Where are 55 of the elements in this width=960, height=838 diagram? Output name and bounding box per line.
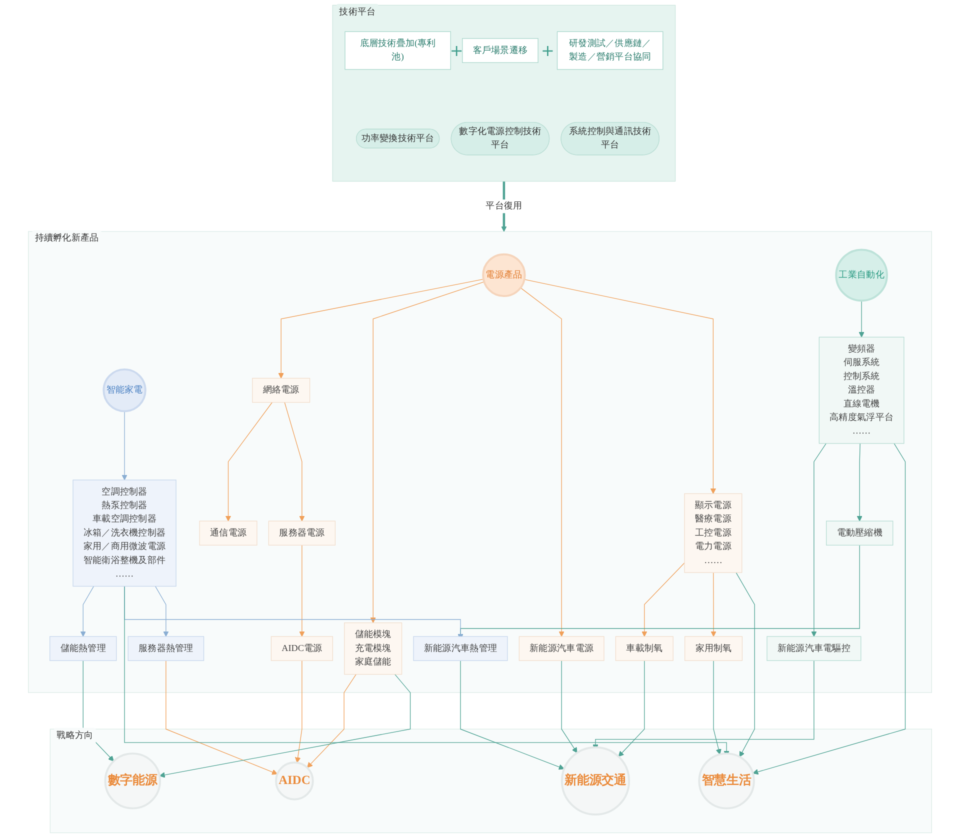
node-box: 新能源汽車電驅控: [766, 636, 862, 661]
arrow: [284, 402, 305, 522]
plus-sign: +: [540, 42, 556, 60]
node-box: 顯示電源 醫療電源 工控電源 電力電源 ……: [684, 493, 742, 573]
node-box: 底層技術疊加(專利池): [344, 31, 451, 70]
arrow: [225, 402, 272, 522]
node-circle: 新能源交通: [560, 746, 630, 816]
arrow: [124, 586, 730, 756]
node-circle: AIDC: [275, 762, 314, 800]
arrow: [713, 660, 722, 755]
node-box: AIDC電源: [270, 636, 333, 661]
plus-sign: +: [448, 42, 464, 60]
arrow: [278, 278, 484, 378]
arrow: [561, 660, 578, 754]
node-box: 研發測試／供應鏈／製造／營銷平台協同: [556, 31, 664, 70]
node-box: 車載制氧: [615, 636, 674, 661]
node-box: 新能源汽車熱管理: [413, 636, 508, 661]
node-box: 通信電源: [199, 520, 258, 546]
arrow: [159, 674, 411, 778]
node-box: 儲能熱管理: [50, 636, 117, 661]
node-circle: 數字能源: [104, 752, 161, 810]
node-box: 服務器電源: [268, 520, 336, 546]
arrow: [370, 282, 484, 624]
node-box: 變頻器 伺服系統 控制系統 溫控器 直線電機 高精度氣浮平台 ……: [818, 336, 904, 444]
node-box: 儲能模塊 充電模塊 家庭儲能: [344, 622, 402, 675]
arrow: [295, 660, 302, 763]
node-circle: 智能家電: [102, 368, 146, 412]
node-box: 空調控制器 熱泵控制器 車載空調控制器 冰箱／洗衣機控制器 家用／商用微波電源 智能衛浴整機及部件 ……: [72, 480, 176, 587]
node-box: 新能源汽車電源: [518, 636, 604, 661]
arrow: [642, 562, 685, 637]
arrow: [520, 287, 564, 637]
node-box: 服務器熱管理: [128, 636, 204, 661]
node-box: 客戶場景遷移: [462, 38, 538, 63]
arrow: [155, 586, 169, 637]
arrow: [811, 443, 826, 637]
arrow: [856, 443, 862, 522]
arrow: [858, 300, 864, 338]
node-circle: 工業自動化: [835, 248, 888, 302]
node-box: 電動壓縮機: [826, 520, 894, 546]
arrow: [166, 660, 278, 775]
arrow: [80, 586, 94, 637]
node-circle: 智慧生活: [698, 752, 755, 810]
arrow: [752, 443, 906, 775]
node-circle: 電源產品: [482, 253, 526, 298]
arrow: [122, 410, 128, 480]
node-box: 家用制氧: [684, 636, 743, 661]
arrow: [299, 544, 305, 637]
arrow: [524, 279, 716, 494]
arrow: [710, 572, 716, 637]
arrow: [736, 572, 755, 758]
arrow: [306, 674, 356, 768]
arrow: [618, 660, 645, 757]
arrow: [460, 660, 564, 770]
edge-label: 平台復用: [486, 202, 522, 212]
node-box: 網絡電源: [252, 378, 310, 403]
